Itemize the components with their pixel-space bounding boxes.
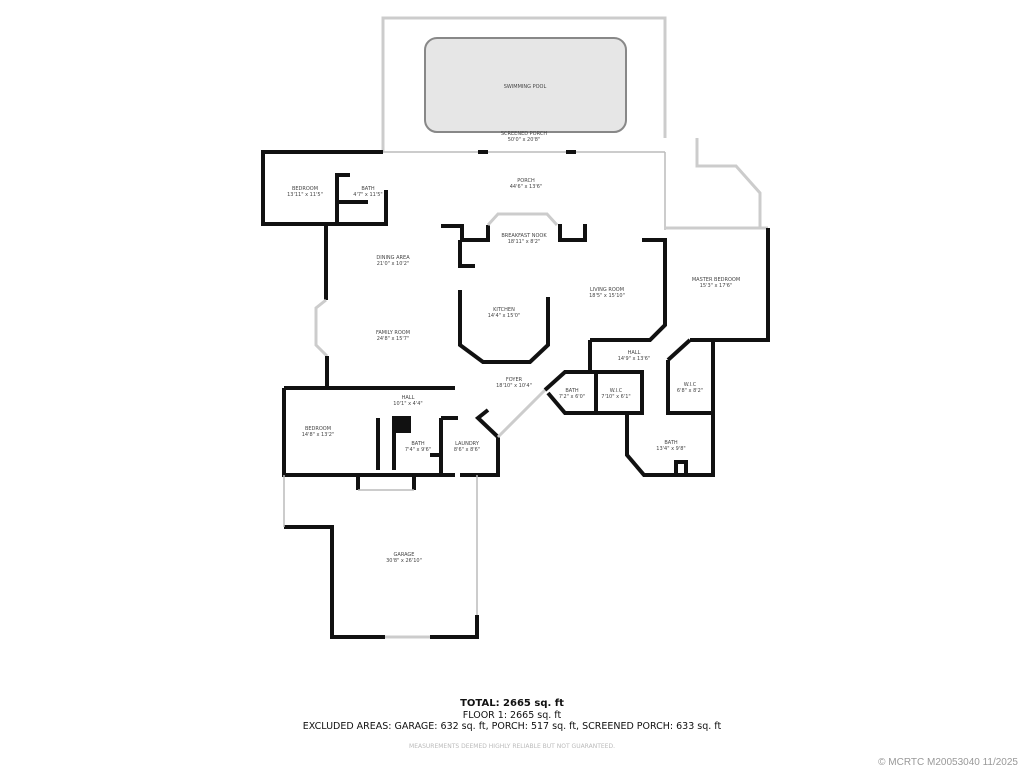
room-name: SCREENED PORCH bbox=[501, 131, 547, 137]
room-dims: 8'6" x 8'6" bbox=[454, 447, 480, 453]
excluded-areas: EXCLUDED AREAS: GARAGE: 632 sq. ft, PORC… bbox=[302, 721, 722, 732]
room-name: BATH bbox=[664, 440, 678, 446]
room-name: PORCH bbox=[517, 178, 535, 184]
room-name: KITCHEN bbox=[493, 307, 515, 313]
room-name: BREAKFAST NOOK bbox=[501, 233, 547, 239]
room-name: W.I.C bbox=[684, 382, 697, 388]
swimming-pool bbox=[424, 37, 627, 133]
room-name: HALL bbox=[402, 395, 415, 401]
room-dims: 6'8" x 8'2" bbox=[677, 388, 703, 394]
room-dims: 13'4" x 9'8" bbox=[656, 446, 685, 452]
room-dims: 13'11" x 11'5" bbox=[287, 192, 323, 198]
room-name: LAUNDRY bbox=[455, 441, 480, 447]
room-dims: 30'8" x 26'10" bbox=[386, 558, 422, 564]
room-name: LIVING ROOM bbox=[590, 287, 624, 293]
room-name: FAMILY ROOM bbox=[376, 330, 410, 336]
room-name: FOYER bbox=[506, 377, 523, 383]
room-name: BEDROOM bbox=[305, 426, 331, 432]
room-name: DINING AREA bbox=[376, 255, 410, 261]
room-name: MASTER BEDROOM bbox=[692, 277, 740, 283]
room-dims: 14'9" x 13'6" bbox=[618, 356, 651, 362]
room-dims: 18'5" x 15'10" bbox=[589, 293, 625, 299]
copyright: © MCRTC M20053040 11/2025 bbox=[878, 757, 1018, 768]
room-dims: 44'6" x 13'6" bbox=[510, 184, 543, 190]
room-name: GARAGE bbox=[394, 552, 415, 558]
room-dims: 7'4" x 9'6" bbox=[405, 447, 431, 453]
room-name: BATH bbox=[565, 388, 579, 394]
floor-area: FLOOR 1: 2665 sq. ft bbox=[462, 710, 562, 721]
walls bbox=[261, 138, 770, 639]
room-name: BEDROOM bbox=[292, 186, 318, 192]
room-dims: 21'0" x 10'2" bbox=[377, 261, 410, 267]
total-area: TOTAL: 2665 sq. ft bbox=[460, 698, 564, 709]
room-name: BATH bbox=[361, 186, 375, 192]
room-name: SWIMMING POOL bbox=[504, 84, 547, 90]
room-dims: 50'0" x 20'8" bbox=[508, 137, 541, 143]
room-dims: 14'4" x 15'0" bbox=[488, 313, 521, 319]
room-dims: 4'7" x 11'5" bbox=[353, 192, 382, 198]
porch-outline bbox=[383, 150, 666, 230]
room-dims: 7'2" x 6'0" bbox=[559, 394, 585, 400]
room-dims: 10'1" x 4'4" bbox=[393, 401, 422, 407]
room-dims: 24'8" x 15'7" bbox=[377, 336, 410, 342]
room-labels: SWIMMING POOL SCREENED PORCH 50'0" x 20'… bbox=[287, 84, 740, 564]
screened-porch-outline bbox=[381, 16, 667, 152]
room-name: W.I.C bbox=[610, 388, 623, 394]
room-name: HALL bbox=[628, 350, 641, 356]
room-dims: 7'10" x 6'1" bbox=[601, 394, 630, 400]
room-dims: 14'8" x 13'2" bbox=[302, 432, 335, 438]
room-dims: 18'10" x 10'4" bbox=[496, 383, 532, 389]
room-name: BATH bbox=[411, 441, 425, 447]
room-dims: 18'11" x 8'2" bbox=[508, 239, 541, 245]
disclaimer: MEASUREMENTS DEEMED HIGHLY RELIABLE BUT … bbox=[409, 743, 615, 750]
room-dims: 15'3" x 17'6" bbox=[700, 283, 733, 289]
